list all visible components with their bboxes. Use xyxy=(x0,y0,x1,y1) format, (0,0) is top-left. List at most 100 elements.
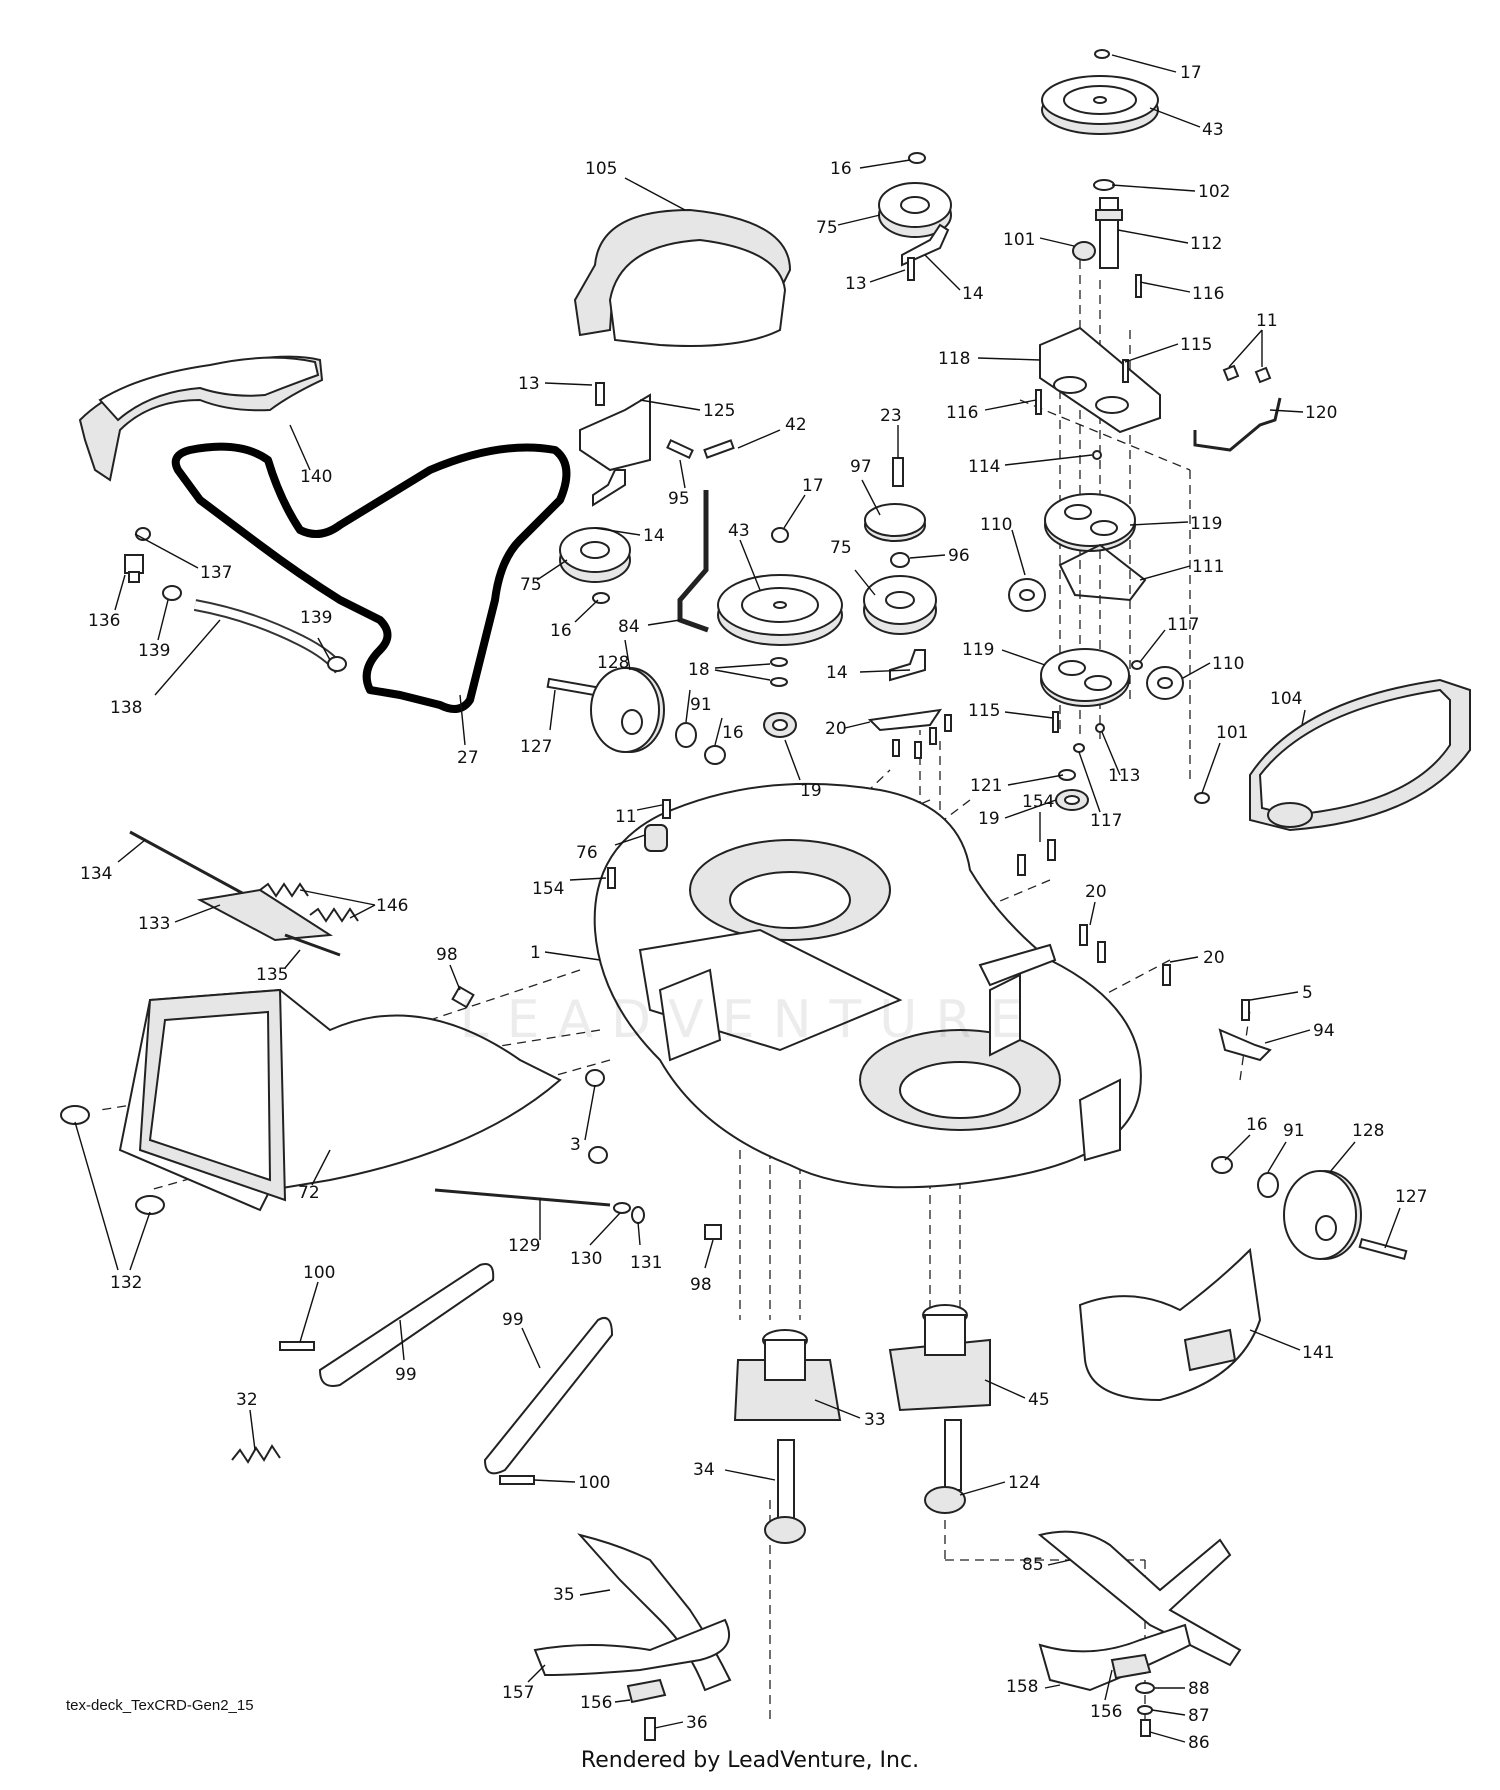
callout-132: 132 xyxy=(110,1273,142,1293)
idler-pulley-75-right xyxy=(863,575,937,635)
mulch-plug-141 xyxy=(1078,1247,1262,1402)
shaft-112 xyxy=(1095,197,1123,269)
callout-1: 1 xyxy=(530,943,541,963)
callout-140: 140 xyxy=(300,467,332,487)
nut-16-mid xyxy=(592,592,610,604)
link-rod-129 xyxy=(434,1188,611,1207)
callout-14: 14 xyxy=(826,663,848,683)
washer-88 xyxy=(1135,1682,1155,1694)
callout-88: 88 xyxy=(1188,1679,1210,1699)
callout-141: 141 xyxy=(1302,1343,1334,1363)
bolts-20-mid xyxy=(1079,924,1106,963)
callout-36: 36 xyxy=(686,1713,708,1733)
spindle-33 xyxy=(733,1329,842,1421)
callout-105: 105 xyxy=(585,159,617,179)
callout-43: 43 xyxy=(1202,120,1224,140)
callout-137: 137 xyxy=(200,563,232,583)
callout-116: 116 xyxy=(946,403,978,423)
callout-32: 32 xyxy=(236,1390,258,1410)
callout-33: 33 xyxy=(864,1410,886,1430)
leader-lines xyxy=(74,54,1401,1743)
callout-121: 121 xyxy=(970,776,1002,796)
bolt-115-lower xyxy=(1052,711,1059,733)
callout-120: 120 xyxy=(1305,403,1337,423)
callout-85: 85 xyxy=(1022,1555,1044,1575)
idler-bracket-14-mid xyxy=(592,469,626,507)
callout-134: 134 xyxy=(80,864,112,884)
callout-87: 87 xyxy=(1188,1706,1210,1726)
callout-11: 11 xyxy=(615,807,637,827)
callout-115: 115 xyxy=(968,701,1000,721)
callout-14: 14 xyxy=(962,284,984,304)
callout-99: 99 xyxy=(502,1310,524,1330)
callout-129: 129 xyxy=(508,1236,540,1256)
washers-18 xyxy=(770,657,788,687)
callout-154: 154 xyxy=(532,879,564,899)
bolt-154-left xyxy=(607,867,616,889)
deck-housing-1 xyxy=(593,782,1142,1189)
callout-98: 98 xyxy=(436,945,458,965)
bolts-11-top-right xyxy=(1222,364,1272,384)
rod-134 xyxy=(129,830,256,902)
callout-86: 86 xyxy=(1188,1733,1210,1753)
bolts-20-upper xyxy=(867,708,952,759)
callout-119: 119 xyxy=(1190,514,1222,534)
callout-75: 75 xyxy=(816,218,838,238)
lever-plate-133 xyxy=(196,888,333,942)
bolt-95 xyxy=(666,438,694,460)
blade-adapter-156-right xyxy=(1110,1653,1152,1680)
bolt-116-left xyxy=(1035,389,1042,415)
callout-128: 128 xyxy=(597,653,629,673)
callout-100: 100 xyxy=(578,1473,610,1493)
callout-112: 112 xyxy=(1190,234,1222,254)
callout-136: 136 xyxy=(88,611,120,631)
diagram-code: tex-deck_TexCRD-Gen2_15 xyxy=(66,1697,254,1714)
callout-labels: 17 43 102 112 101 116 11 115 118 116 120… xyxy=(80,63,1427,1753)
bolt-42 xyxy=(703,439,735,459)
callout-35: 35 xyxy=(553,1585,575,1605)
callout-119: 119 xyxy=(962,640,994,660)
fitting-136 xyxy=(124,554,144,583)
callout-3: 3 xyxy=(570,1135,581,1155)
blade-adapter-156-left xyxy=(626,1678,667,1704)
callout-14: 14 xyxy=(643,526,665,546)
callout-75: 75 xyxy=(520,575,542,595)
deck-drive-pulley-top xyxy=(1041,75,1159,135)
blade-157 xyxy=(533,1618,730,1677)
wheel-128-right xyxy=(1283,1170,1362,1260)
bracket-94 xyxy=(1218,1028,1272,1062)
callout-135: 135 xyxy=(256,965,288,985)
drive-belt-27 xyxy=(171,442,571,713)
callout-98: 98 xyxy=(690,1275,712,1295)
callout-75: 75 xyxy=(830,538,852,558)
idler-bracket-125 xyxy=(579,393,651,472)
callout-96: 96 xyxy=(948,546,970,566)
callout-111: 111 xyxy=(1192,557,1224,577)
callout-128: 128 xyxy=(1352,1121,1384,1141)
spindle-pulley-43-mid xyxy=(717,574,843,646)
discharge-chute-72 xyxy=(118,988,562,1212)
idler-pulley-75-mid xyxy=(559,527,631,583)
callout-154: 154 xyxy=(1022,792,1054,812)
callout-110: 110 xyxy=(980,515,1012,535)
gear-110-left xyxy=(1008,578,1046,612)
nut-117-lower xyxy=(1073,743,1085,753)
callout-11: 11 xyxy=(1256,311,1278,331)
callout-127: 127 xyxy=(520,737,552,757)
footer-credit: Rendered by LeadVenture, Inc. xyxy=(580,1748,920,1773)
callout-133: 133 xyxy=(138,914,170,934)
deck-bracket-right xyxy=(978,943,1057,987)
callout-72: 72 xyxy=(298,1183,320,1203)
callout-100: 100 xyxy=(303,1263,335,1283)
callout-20: 20 xyxy=(1085,882,1107,902)
washer-91-right xyxy=(1257,1172,1279,1198)
nut-3-upper xyxy=(585,1069,605,1087)
wheel-bolt-127-right xyxy=(1358,1237,1408,1261)
callout-91: 91 xyxy=(690,695,712,715)
rod-120 xyxy=(1193,397,1282,452)
callout-127: 127 xyxy=(1395,1187,1427,1207)
callout-13: 13 xyxy=(845,274,867,294)
watermark: LEADVENTURE xyxy=(459,990,1041,1050)
callout-17: 17 xyxy=(802,476,824,496)
